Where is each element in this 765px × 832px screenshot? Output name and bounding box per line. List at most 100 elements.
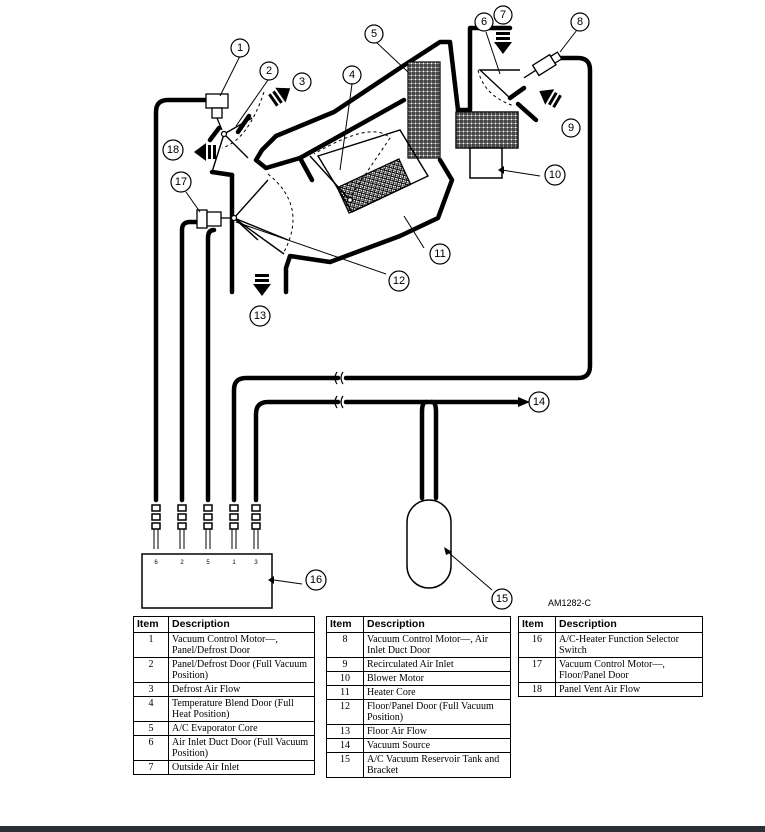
item-description: A/C Evaporator Core [168, 721, 315, 736]
callout-18: 18 [162, 139, 184, 161]
item-number: 15 [326, 752, 364, 778]
item-description: Vacuum Control Motor—, Panel/Defrost Doo… [168, 632, 315, 658]
vacuum-motor-1 [205, 93, 229, 131]
svg-text:9: 9 [568, 122, 574, 134]
item-number: 18 [518, 682, 556, 697]
item-description: Floor/Panel Door (Full Vacuum Position) [363, 699, 511, 725]
outside-air-inlet-arrow [494, 32, 512, 54]
item-column-header: Item [133, 616, 169, 633]
hose-fittings [151, 504, 261, 549]
blower-motor [469, 147, 503, 179]
legend-header-row: Item Description [518, 616, 703, 633]
svg-text:15: 15 [496, 593, 508, 605]
svg-text:2: 2 [266, 65, 272, 77]
hose-motor-17-a [179, 219, 200, 503]
airflow-arrows [194, 32, 562, 296]
item-description: Floor Air Flow [363, 724, 511, 739]
item-description: Outside Air Inlet [168, 760, 315, 775]
item-number: 11 [326, 685, 364, 700]
item-description: Recirculated Air Inlet [363, 657, 511, 672]
item-description: Heater Core [363, 685, 511, 700]
callout-13: 13 [249, 305, 271, 327]
function-selector-switch [141, 553, 273, 609]
item-number: 8 [326, 632, 364, 658]
callout-8: 8 [570, 12, 590, 32]
legend-header-row: Item Description [133, 616, 315, 633]
svg-text:11: 11 [434, 248, 445, 260]
item-description: Defrost Air Flow [168, 682, 315, 697]
defrost-airflow-arrow [268, 87, 291, 107]
callouts: 1 2 3 4 5 6 7 8 9 10 11 12 13 14 15 16 1… [162, 5, 590, 610]
item-number: 17 [518, 657, 556, 683]
item-number: 9 [326, 657, 364, 672]
svg-text:5: 5 [371, 28, 377, 40]
item-description: Vacuum Control Motor—, Air Inlet Duct Do… [363, 632, 511, 658]
hose-breaks [334, 371, 344, 409]
door-blades [211, 69, 520, 255]
svg-text:7: 7 [500, 9, 506, 21]
vacuum-reservoir-tank [406, 499, 452, 589]
port-label: 3 [254, 560, 258, 566]
svg-text:8: 8 [577, 16, 583, 28]
svg-text:3: 3 [299, 76, 305, 88]
item-column-header: Item [518, 616, 556, 633]
svg-text:18: 18 [167, 144, 179, 156]
leader-arrowheads [268, 166, 504, 584]
description-column-header: Description [555, 616, 703, 633]
door-swing-arcs [221, 69, 515, 253]
leader-lines [185, 29, 578, 591]
svg-text:1: 1 [237, 42, 243, 54]
description-column-header: Description [363, 616, 511, 633]
item-number: 12 [326, 699, 364, 725]
item-number: 5 [133, 721, 169, 736]
vacuum-source-arrow [518, 397, 530, 407]
item-number: 4 [133, 696, 169, 722]
item-description: Vacuum Source [363, 738, 511, 753]
recirc-air-inlet-arrow [539, 89, 562, 109]
item-description: Blower Motor [363, 671, 511, 686]
svg-text:14: 14 [533, 396, 545, 408]
port-label: 5 [206, 560, 210, 566]
callout-7: 7 [493, 5, 513, 25]
vacuum-motor-17 [196, 209, 232, 229]
legend-header-row: Item Description [326, 616, 511, 633]
item-description: Air Inlet Duct Door (Full Vacuum Positio… [168, 735, 315, 761]
description-column-header: Description [168, 616, 315, 633]
callout-6: 6 [474, 12, 494, 32]
item-number: 1 [133, 632, 169, 658]
figure-code: AM1282-C [548, 598, 592, 608]
floor-airflow-arrow [253, 274, 271, 296]
item-description: Panel/Defrost Door (Full Vacuum Position… [168, 657, 315, 683]
ac-evaporator-core [407, 61, 441, 159]
bottom-bar [0, 826, 765, 832]
door-pivot [220, 130, 228, 138]
item-number: 6 [133, 735, 169, 761]
item-number: 14 [326, 738, 364, 753]
port-label: 6 [154, 560, 158, 566]
item-description: Panel Vent Air Flow [555, 682, 703, 697]
callout-12: 12 [388, 270, 410, 292]
door-pivot [230, 214, 238, 222]
svg-text:17: 17 [175, 176, 187, 188]
callout-11: 11 [429, 243, 451, 265]
item-description: Temperature Blend Door (Full Heat Positi… [168, 696, 315, 722]
vacuum-hoses [153, 55, 593, 503]
svg-text:12: 12 [393, 275, 405, 287]
heater-housing [316, 129, 430, 213]
svg-text:6: 6 [481, 16, 487, 28]
item-number: 2 [133, 657, 169, 683]
